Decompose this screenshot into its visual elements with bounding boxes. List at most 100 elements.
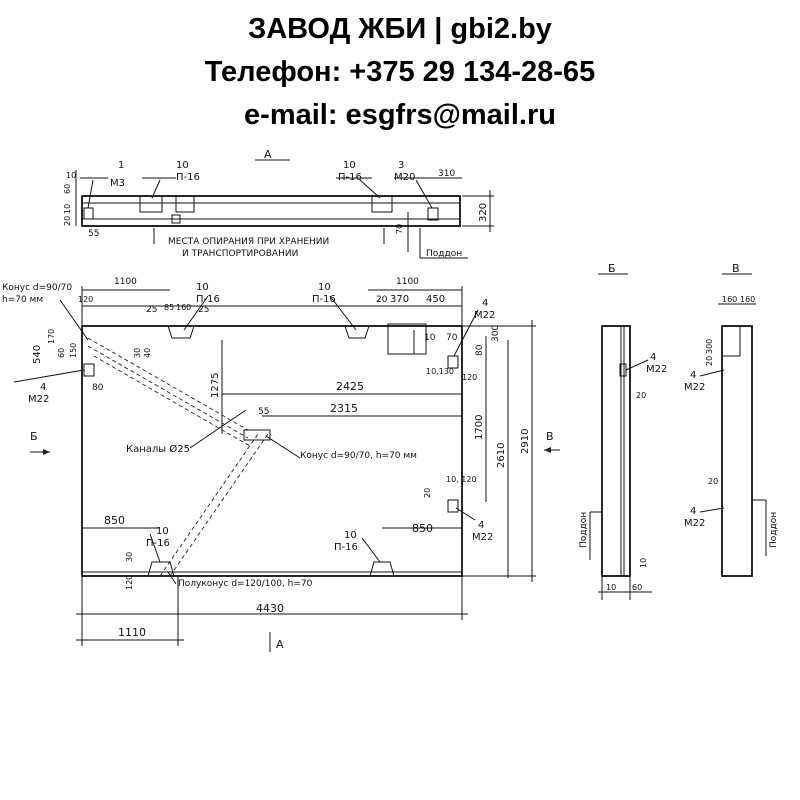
channel-upper-1 — [87, 337, 249, 431]
dim-2910: 2910 — [520, 429, 531, 454]
channel-upper-2 — [87, 345, 249, 439]
dim-120: 120 — [78, 295, 93, 304]
label-item1-name: М3 — [110, 178, 125, 189]
label-channels: Каналы Ø25 — [126, 443, 190, 455]
embedded-m22-right-bottom — [447, 499, 459, 513]
dim-b-10b: 10 — [639, 558, 648, 568]
top-recess-right — [344, 325, 370, 339]
dim-20b: 20 — [423, 488, 432, 498]
dim-v-20a: 20 — [705, 356, 714, 366]
front-view: Конус d=90/70 h=70 мм 10 П-16 10 П-16 10… — [2, 277, 560, 652]
label-item1-num: 1 — [118, 160, 124, 171]
label-b-item-num: 4 — [650, 352, 656, 363]
dim-top-320: 320 — [478, 203, 489, 222]
section-v-title: В — [732, 262, 740, 275]
section-b-outline — [601, 325, 631, 577]
dim-top-20: 20 — [63, 216, 72, 226]
label-f-item4a-num: 4 — [482, 298, 488, 309]
label-section-v-right: В — [546, 430, 554, 443]
leader-line — [189, 409, 247, 449]
top-recess-left — [167, 325, 195, 339]
label-section-a-bottom: А — [276, 638, 284, 651]
label-f-item10a-name: П-16 — [196, 294, 220, 305]
leader-line — [183, 295, 209, 331]
leader-line — [361, 537, 381, 563]
dim-170: 170 — [47, 329, 56, 344]
label-section-b-left: Б — [30, 430, 38, 443]
label-item3-num: 3 — [398, 160, 404, 171]
dim-25a: 25 — [146, 305, 157, 315]
leader-line — [415, 179, 433, 209]
note-line1: МЕСТА ОПИРАНИЯ ПРИ ХРАНЕНИИ — [168, 237, 329, 247]
bottom-recess-right — [369, 561, 395, 577]
loop-p16-left — [139, 195, 163, 213]
leader-line — [359, 179, 381, 199]
label-cone-mid: Конус d=90/70, h=70 мм — [300, 451, 417, 461]
dim-40: 40 — [143, 348, 152, 358]
dim-top-10b: 10 — [63, 204, 72, 214]
dim-150: 150 — [69, 343, 78, 358]
dim-2315: 2315 — [330, 402, 358, 415]
dim-55: 55 — [258, 407, 269, 417]
section-v-view: В 160 160 300 20 20 4 М22 4 М22 Поддон — [684, 262, 779, 577]
company-name-line: ЗАВОД ЖБИ | gbi2.by — [248, 13, 552, 45]
dim-850a: 850 — [104, 514, 125, 527]
section-arrow-right-head — [544, 447, 551, 453]
leader-line — [167, 571, 177, 585]
dim-60: 60 — [57, 348, 66, 358]
company-header: ЗАВОД ЖБИ | gbi2.by Телефон: +375 29 134… — [0, 8, 800, 137]
dim-120c: 120 — [125, 575, 134, 590]
embedded-m22-right-top — [447, 355, 459, 369]
top-view: А 1 М3 10 П-16 10 П-16 3 М20 10 60 10 20 — [63, 148, 494, 259]
dim-top-55: 55 — [88, 229, 99, 239]
loop-p16-left-b — [175, 195, 195, 213]
dim-160: 160 — [176, 303, 191, 312]
dim-25b: 25 — [198, 305, 209, 315]
label-f-item4b-num: 4 — [40, 382, 46, 393]
label-f-item10d-name: П-16 — [334, 542, 358, 553]
label-f-item10b-name: П-16 — [312, 294, 336, 305]
label-f-item10c-name: П-16 — [146, 538, 170, 549]
pallet-label-v: Поддон — [769, 512, 779, 548]
label-cone-top-2: h=70 мм — [2, 295, 43, 305]
note-line2: И ТРАНСПОРТИРОВАНИИ — [182, 249, 298, 259]
dim-1100a: 1100 — [114, 277, 137, 287]
email-line: e-mail: esgfrs@mail.ru — [244, 99, 556, 131]
dim-2425: 2425 — [336, 380, 364, 393]
leader-line — [453, 309, 479, 357]
channel-lower-1 — [169, 433, 269, 577]
label-b-item-name: М22 — [646, 364, 667, 375]
label-v-item4b-num: 4 — [690, 506, 696, 517]
dim-v-300: 300 — [705, 339, 714, 354]
bottom-recess-left — [147, 561, 175, 577]
channel-upper-3 — [93, 355, 251, 447]
embedded-part-m20 — [427, 207, 439, 221]
label-f-item4c-name: М22 — [472, 532, 493, 543]
label-v-item4a-num: 4 — [690, 370, 696, 381]
dim-450: 450 — [426, 294, 445, 305]
dim-v-160a: 160 — [722, 295, 737, 304]
dim-1110: 1110 — [118, 626, 146, 639]
embedded-part-m3 — [83, 207, 94, 220]
dim-top-70: 70 — [395, 224, 404, 234]
label-f-item10d-num: 10 — [344, 530, 357, 541]
leader-line — [59, 299, 89, 341]
dim-120b: 120 — [462, 373, 477, 382]
dim-80b: 80 — [475, 344, 485, 356]
dim-top-310: 310 — [438, 169, 455, 179]
dim-10-120: 10, 120 — [446, 475, 477, 484]
channel-lower-2 — [159, 433, 259, 577]
leader-line — [699, 507, 725, 513]
loop-p16-right — [371, 195, 393, 213]
dim-30b: 30 — [125, 552, 134, 562]
label-item10a-num: 10 — [176, 160, 189, 171]
right-bracket — [387, 323, 427, 355]
cone-mid-box — [243, 429, 271, 441]
cone-mark — [171, 214, 181, 224]
dim-b-60: 60 — [632, 583, 642, 592]
dim-30: 30 — [133, 348, 142, 358]
dim-850b: 850 — [412, 522, 433, 535]
dim-10a: 10 — [424, 333, 436, 343]
dim-b-20: 20 — [636, 391, 646, 400]
dim-top-10: 10 — [66, 171, 76, 180]
